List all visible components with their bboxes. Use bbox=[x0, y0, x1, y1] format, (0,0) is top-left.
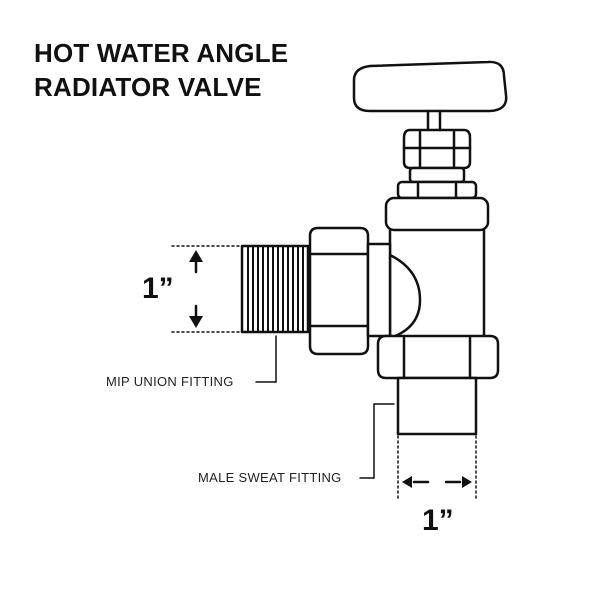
inlet-dimension bbox=[171, 245, 243, 333]
mip-callout-label: MIP UNION FITTING bbox=[106, 374, 234, 389]
mip-thread bbox=[240, 244, 310, 334]
sweat-callout-label: MALE SWEAT FITTING bbox=[198, 470, 342, 485]
outlet-union-nut bbox=[376, 334, 500, 380]
packing-nut bbox=[402, 128, 472, 170]
outlet-dimension-label: 1” bbox=[422, 504, 454, 537]
sweat-leader bbox=[359, 403, 395, 479]
title-line-1: HOT WATER ANGLE bbox=[34, 38, 289, 68]
inlet-dimension-label: 1” bbox=[142, 272, 174, 305]
valve-stem bbox=[426, 109, 442, 132]
inlet-arrows bbox=[189, 250, 203, 328]
mip-leader bbox=[255, 335, 277, 383]
handwheel bbox=[352, 60, 508, 113]
title-line-2: RADIATOR VALVE bbox=[34, 72, 262, 102]
valve-body bbox=[384, 196, 490, 340]
bonnet bbox=[396, 166, 478, 200]
outlet-dimension bbox=[397, 435, 477, 499]
union-nut bbox=[308, 226, 392, 356]
outlet-arrows bbox=[402, 476, 472, 488]
sweat-fitting bbox=[396, 376, 478, 436]
diagram-title: HOT WATER ANGLE RADIATOR VALVE bbox=[34, 36, 288, 104]
